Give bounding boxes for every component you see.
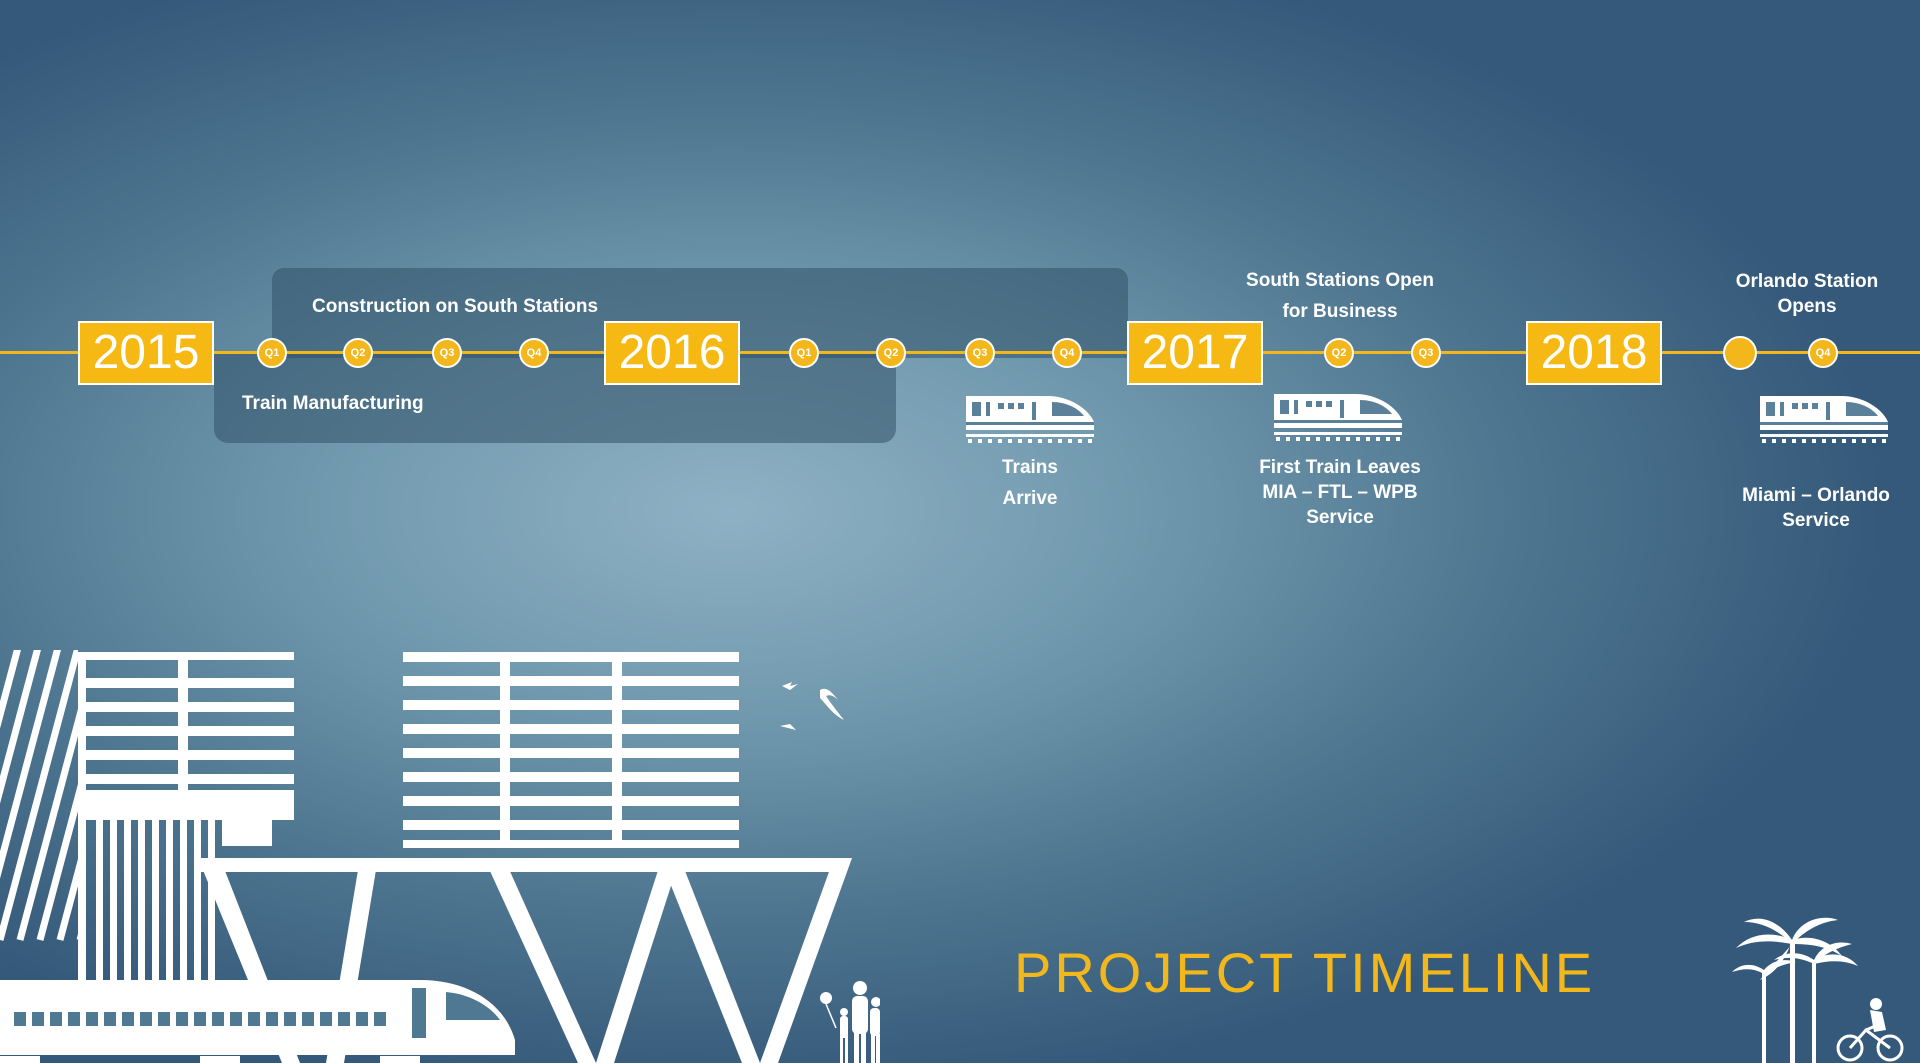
quarter-dot-2016-q1: Q1: [789, 338, 819, 368]
year-2016: 2016: [604, 321, 740, 385]
trains-arrive-label: Trains Arrive: [960, 455, 1100, 511]
year-2015: 2015: [78, 321, 214, 385]
first-train-label: First Train Leaves MIA – FTL – WPB Servi…: [1220, 455, 1460, 530]
timeline-line: [0, 351, 1920, 354]
manufacturing-label: Train Manufacturing: [242, 393, 424, 414]
year-2018: 2018: [1526, 321, 1662, 385]
year-2017: 2017: [1127, 321, 1263, 385]
manufacturing-panel: [214, 353, 896, 443]
miami-orlando-line-1: Miami – Orlando: [1742, 485, 1890, 506]
train-icon: [1274, 394, 1402, 441]
south-stations-open-label: South Stations Open for Business: [1210, 268, 1470, 324]
orlando-open-line-2: Opens: [1777, 296, 1837, 317]
city-skyline-illustration: [0, 650, 880, 1063]
first-train-line-3: Service: [1306, 507, 1374, 528]
trains-arrive-line-1: Trains: [1002, 457, 1058, 478]
quarter-dot-2016-q4: Q4: [1052, 338, 1082, 368]
quarter-dot-2015-q1: Q1: [257, 338, 287, 368]
quarter-dot-2015-q4: Q4: [519, 338, 549, 368]
project-timeline-title: PROJECT TIMELINE: [1014, 941, 1596, 1004]
palm-trees-icon: [1732, 917, 1904, 1063]
quarter-dot-2016-q3: Q3: [965, 338, 995, 368]
train-icon: [1760, 396, 1888, 443]
first-train-line-1: First Train Leaves: [1259, 457, 1421, 478]
south-open-line-1: South Stations Open: [1246, 270, 1434, 291]
south-open-line-2: for Business: [1282, 301, 1398, 322]
train-icon: [966, 396, 1094, 443]
quarter-dot-2015-q3: Q3: [432, 338, 462, 368]
quarter-dot-2016-q2: Q2: [876, 338, 906, 368]
quarter-dot-2017-q2: Q2: [1324, 338, 1354, 368]
orlando-open-line-1: Orlando Station: [1735, 271, 1879, 292]
trains-arrive-line-2: Arrive: [1002, 488, 1058, 509]
birds-icon: [780, 682, 844, 730]
orlando-station-opens-label: Orlando Station Opens: [1700, 269, 1914, 319]
construction-label: Construction on South Stations: [312, 296, 599, 317]
miami-orlando-line-2: Service: [1782, 510, 1850, 531]
miami-orlando-service-label: Miami – Orlando Service: [1716, 483, 1916, 533]
quarter-dot-2015-q2: Q2: [343, 338, 373, 368]
quarter-dot-2017-q3: Q3: [1411, 338, 1441, 368]
first-train-line-2: MIA – FTL – WPB: [1262, 482, 1418, 503]
quarter-dot-2018-q4: Q4: [1808, 338, 1838, 368]
family-silhouette-icon: [820, 981, 880, 1063]
quarter-dot-2018-blank: [1723, 336, 1757, 370]
cyclist-icon: [1836, 1022, 1904, 1062]
